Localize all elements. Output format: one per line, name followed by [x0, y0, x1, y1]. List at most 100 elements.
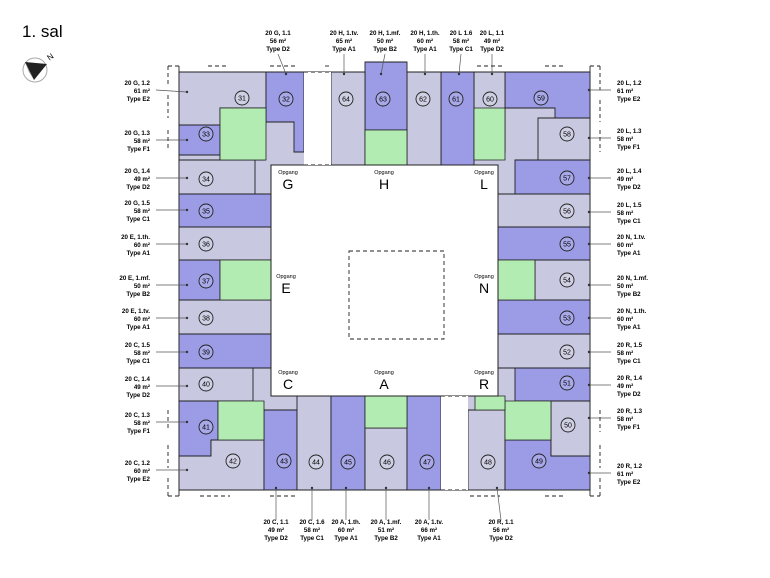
- apartment-label-line: Type C1: [449, 46, 473, 53]
- apartment-56[interactable]: [497, 193, 591, 228]
- apartment-61[interactable]: [440, 71, 475, 166]
- apartment-label-line: 20 C, 1.3: [125, 412, 151, 419]
- apartment-36[interactable]: [178, 226, 272, 261]
- passage: [304, 72, 331, 165]
- apartment-label-line: 20 C, 1.4: [125, 376, 151, 383]
- apartment-label-line: 58 m²: [617, 136, 633, 143]
- apartment-39[interactable]: [178, 333, 272, 369]
- apartment-number-badge: 51: [559, 375, 575, 391]
- green-area: [364, 395, 408, 429]
- apartment-label-line: 20 R, 1.5: [617, 342, 643, 349]
- apartment-number: 53: [563, 316, 571, 323]
- apartment-label-line: 58 m²: [134, 350, 150, 357]
- apartment-label-line: Type A1: [413, 46, 437, 53]
- apartment-label-line: 20 E, 1.mf.: [119, 275, 150, 282]
- apartment-35[interactable]: [178, 193, 272, 228]
- apartment-55[interactable]: [497, 226, 591, 261]
- apartment-label-line: 58 m²: [453, 38, 469, 45]
- leader-line: [155, 89, 188, 93]
- apartment-number-badge: 37: [198, 273, 214, 289]
- apartment-45[interactable]: [330, 395, 366, 491]
- apartment-34[interactable]: [178, 159, 256, 195]
- apartment-label-line: 56 m²: [270, 38, 286, 45]
- apartment-47[interactable]: [406, 395, 442, 491]
- apartment-label-line: Type B2: [373, 46, 397, 53]
- apartment-label-line: 20 C, 1.2: [125, 460, 151, 467]
- apartment-number: 43: [280, 459, 288, 466]
- apartment-label-line: 20 E, 1.th.: [121, 234, 150, 241]
- apartment-number-badge: 33: [198, 126, 214, 142]
- apartment-label-line: Type F1: [127, 146, 150, 153]
- courtyard-dashed-outline: [348, 250, 445, 340]
- apartment-label-line: 20 G, 1.3: [125, 130, 151, 137]
- apartment-label-line: 58 m²: [617, 210, 633, 217]
- apartment-label-line: 49 m²: [617, 383, 633, 390]
- apartment-62[interactable]: [406, 71, 442, 166]
- north-label: N: [45, 52, 55, 63]
- staircase-letter: L: [480, 176, 488, 192]
- apartment-label-line: 20 C, 1.6: [299, 519, 325, 526]
- apartment-52[interactable]: [497, 333, 591, 369]
- apartment-number: 32: [282, 97, 290, 104]
- apartment-label-line: Type A1: [127, 250, 151, 257]
- apartment-label-line: 60 m²: [134, 468, 150, 475]
- apartment-label-line: Type A1: [127, 324, 151, 331]
- apartment-label-line: 61 m²: [134, 88, 150, 95]
- apartment-label-line: 49 m²: [268, 527, 284, 534]
- apartment-label-line: 49 m²: [484, 38, 500, 45]
- apartment-48[interactable]: [467, 409, 506, 491]
- apartment-label-line: 20 L, 1.2: [617, 80, 642, 87]
- apartment-number: 39: [202, 350, 210, 357]
- apartment-number-badge: 61: [448, 91, 464, 107]
- apartment-label-line: Type C1: [126, 358, 150, 365]
- apartment-40[interactable]: [178, 367, 254, 402]
- apartment-label-line: Type E2: [127, 476, 151, 483]
- apartment-label-line: 60 m²: [338, 527, 354, 534]
- apartment-label-line: Type D2: [126, 184, 150, 191]
- north-arrow-icon: N: [22, 52, 56, 83]
- page-title: 1. sal: [22, 22, 63, 41]
- apartment-44[interactable]: [296, 395, 332, 491]
- apartment-38[interactable]: [178, 299, 272, 335]
- apartment-number: 37: [202, 279, 210, 286]
- apartment-51[interactable]: [514, 367, 591, 402]
- apartment-label-line: Type E2: [617, 96, 641, 103]
- apartment-number: 31: [238, 96, 246, 103]
- apartment-43[interactable]: [263, 409, 298, 491]
- apartment-label-line: 20 L 1.6: [450, 30, 473, 37]
- apartment-64[interactable]: [330, 71, 366, 166]
- apartment-number: 63: [379, 97, 387, 104]
- apartment-number-badge: 31: [234, 90, 250, 106]
- apartment-label-line: 58 m²: [134, 138, 150, 145]
- apartment-label-line: Type F1: [617, 424, 640, 431]
- apartment-53[interactable]: [497, 299, 591, 335]
- apartment-label-line: Type C1: [617, 358, 641, 365]
- apartment-number: 51: [563, 381, 571, 388]
- apartment-number-badge: 57: [559, 170, 575, 186]
- apartment-label-line: Type C1: [300, 535, 324, 542]
- green-area: [364, 129, 408, 166]
- apartment-57[interactable]: [514, 159, 591, 195]
- apartment-label-line: 20 L, 1.3: [617, 128, 642, 135]
- apartment-label-line: Type A1: [617, 250, 641, 257]
- apartment-label-line: 61 m²: [617, 88, 633, 95]
- apartment-number-badge: 44: [308, 454, 324, 470]
- apartment-number-badge: 63: [375, 91, 391, 107]
- apartment-label-line: Type D2: [617, 184, 641, 191]
- staircase-caption: Opgang: [278, 170, 298, 176]
- apartment-label-line: 66 m²: [421, 527, 437, 534]
